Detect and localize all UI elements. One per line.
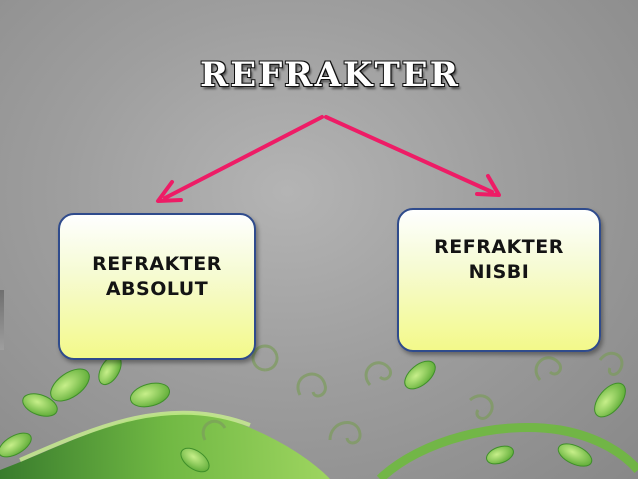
node-refrakter-nisbi: REFRAKTER NISBI <box>397 208 601 352</box>
vine-curls <box>201 344 624 445</box>
vine-right-stem <box>376 423 638 479</box>
vine-leaves <box>0 354 626 473</box>
slide-edge-shadow <box>0 290 4 350</box>
diagram-title: REFRAKTER <box>200 55 460 95</box>
vine-main-stem <box>0 412 330 479</box>
node-label-absolut: REFRAKTER ABSOLUT <box>92 252 222 300</box>
vine-highlight <box>19 410 251 462</box>
arrow-to-absolut <box>156 115 324 203</box>
node-refrakter-absolut: REFRAKTER ABSOLUT <box>58 213 256 360</box>
arrow-to-nisbi <box>324 115 501 197</box>
node-label-nisbi: REFRAKTER NISBI <box>434 236 564 283</box>
